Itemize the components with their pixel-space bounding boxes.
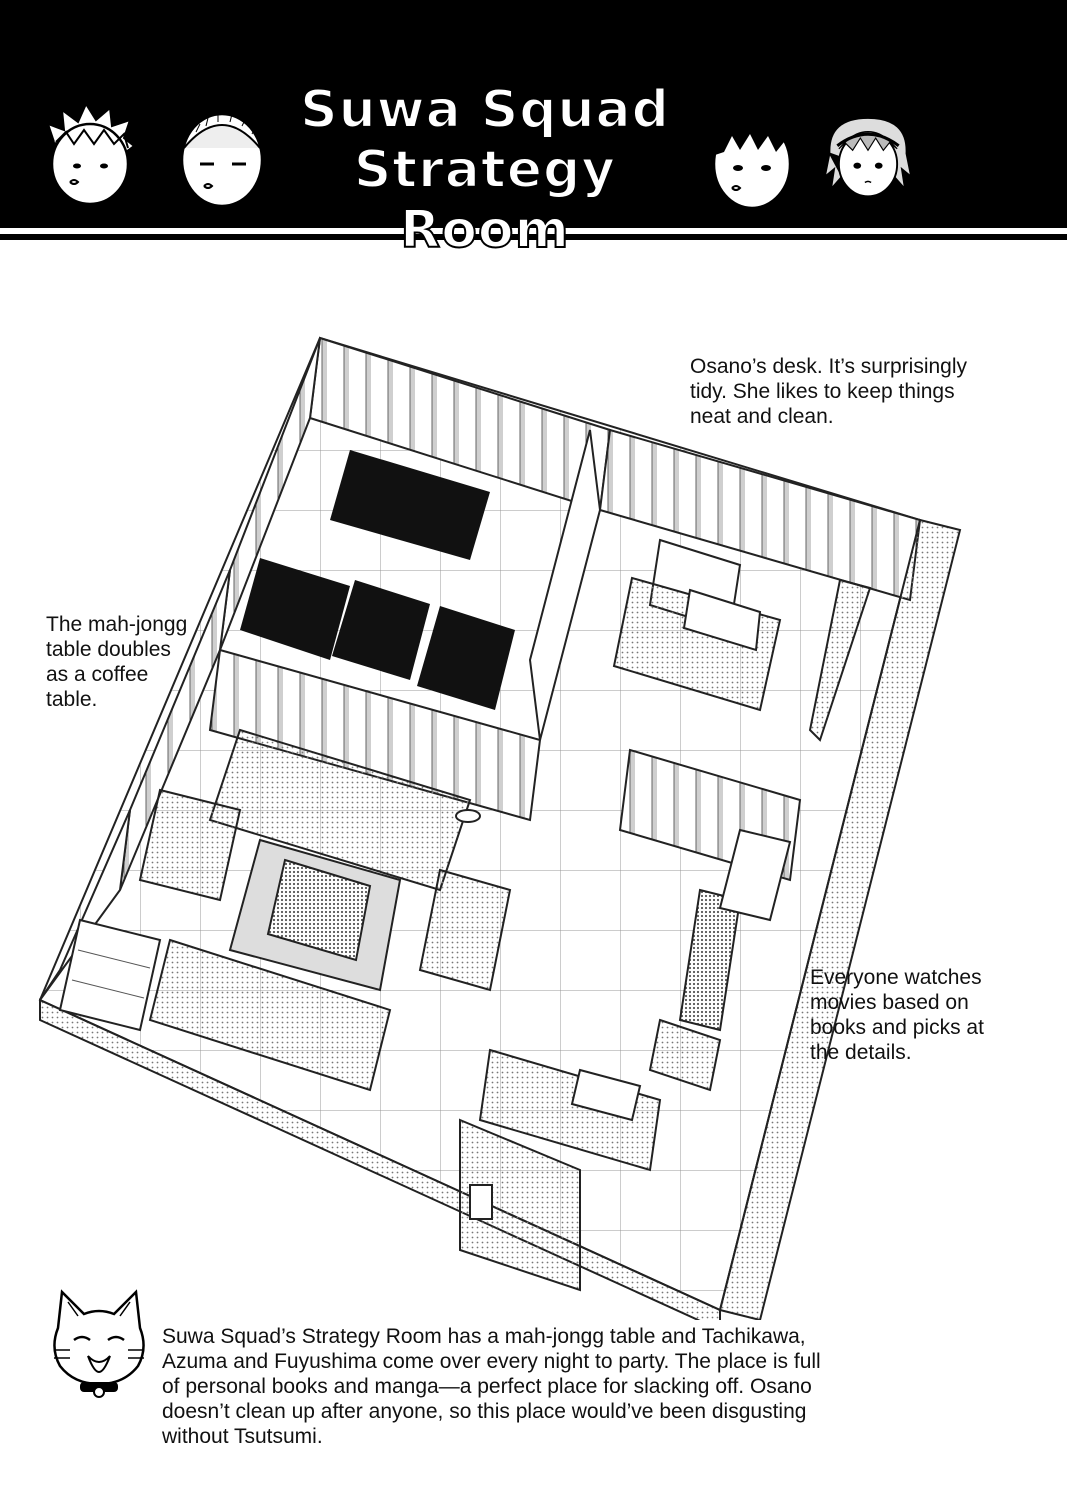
note-movies-line: Everyone watches: [810, 966, 982, 989]
title-line-1: Suwa Squad: [299, 79, 670, 141]
cat-mascot-icon: [53, 1289, 145, 1398]
note-movies-line: the details.: [810, 1041, 912, 1064]
note-mahjongg-line: as a coffee: [46, 663, 149, 686]
note-desk-line: tidy. She likes to keep things: [690, 380, 955, 403]
note-desk: Osano’s desk. It’s surprisingly tidy. Sh…: [690, 354, 967, 429]
title-line-2: Strategy Room: [353, 139, 617, 261]
buzzcut-character-icon: [180, 112, 264, 208]
note-desk-line: neat and clean.: [690, 405, 834, 428]
note-movies-line: books and picks at: [810, 1016, 984, 1039]
spiky-hair-character-icon: [46, 102, 136, 206]
hairband-girl-character-icon: [823, 117, 913, 198]
caption-paragraph: Suwa Squad’s Strategy Room has a mah-jon…: [162, 1324, 882, 1449]
note-mahjongg-line: The mah-jongg: [46, 613, 188, 636]
caption-line: of personal books and manga—a perfect pl…: [162, 1375, 812, 1398]
caption-line: Suwa Squad’s Strategy Room has a mah-jon…: [162, 1325, 806, 1348]
header-band: [0, 0, 1067, 228]
isometric-room-illustration: [38, 336, 962, 1320]
note-desk-line: Osano’s desk. It’s surprisingly: [690, 355, 968, 378]
black-hair-character-icon: [711, 106, 793, 210]
note-mahjongg-line: table doubles: [46, 638, 171, 661]
note-movies-line: movies based on: [810, 991, 969, 1014]
note-mahjongg: The mah-jongg table doubles as a coffee …: [46, 612, 187, 712]
note-movies: Everyone watches movies based on books a…: [810, 965, 984, 1065]
caption-line: Azuma and Fuyushima come over every nigh…: [162, 1350, 821, 1373]
note-mahjongg-line: table.: [46, 688, 98, 711]
header-rule: [0, 234, 1067, 240]
caption-line: doesn’t clean up after anyone, so this p…: [162, 1400, 807, 1423]
caption-line: without Tsutsumi.: [162, 1425, 323, 1448]
page-title: Suwa Squad Strategy Room: [270, 79, 700, 261]
